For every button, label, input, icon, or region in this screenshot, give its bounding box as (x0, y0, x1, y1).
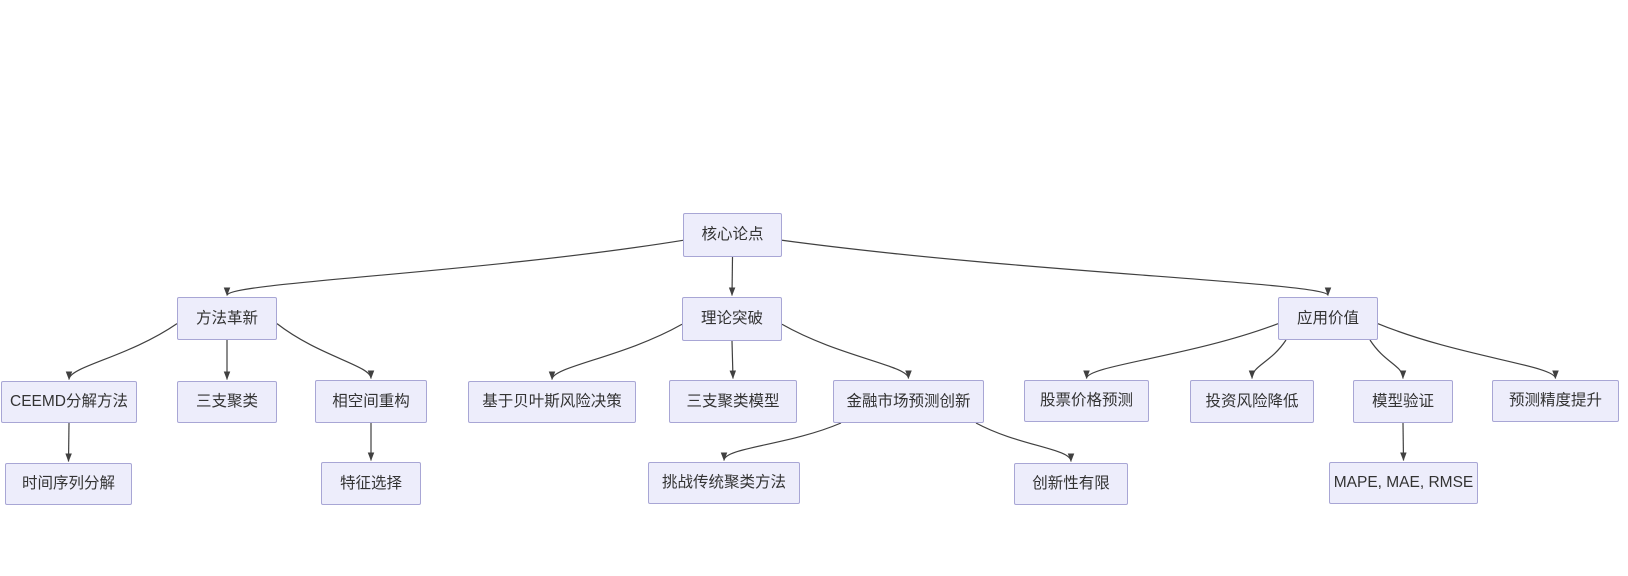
node-model-val: 模型验证 (1353, 380, 1453, 423)
node-label: 预测精度提升 (1508, 392, 1602, 410)
node-label: CEEMD分解方法 (10, 393, 128, 411)
node-ts-decomp: 时间序列分解 (5, 463, 132, 505)
node-label: 方法革新 (195, 309, 258, 327)
node-limited: 创新性有限 (1014, 463, 1128, 505)
edge-theory-to-fin-innov (781, 323, 912, 379)
edge-core-to-value (781, 239, 1332, 297)
edge-value-to-invest (1248, 339, 1287, 379)
edge-value-to-accuracy (1377, 323, 1559, 379)
node-method: 方法革新 (177, 297, 277, 340)
node-label: 理论突破 (700, 310, 763, 328)
edge-core-to-theory (728, 256, 736, 296)
node-label: 三支聚类 (195, 393, 258, 411)
node-label: 股票价格预测 (1039, 392, 1133, 410)
node-label: 金融市场预测创新 (846, 392, 971, 410)
node-fin-innov: 金融市场预测创新 (833, 380, 984, 423)
edge-method-to-phase (276, 323, 375, 379)
node-invest: 投资风险降低 (1190, 380, 1314, 423)
node-label: 核心论点 (701, 226, 764, 244)
edge-group (65, 239, 1559, 462)
edge-fin-innov-to-limited (975, 422, 1075, 462)
node-label: 三支聚类模型 (686, 392, 780, 410)
node-stock: 股票价格预测 (1024, 380, 1149, 422)
node-core: 核心论点 (683, 213, 782, 257)
edge-method-to-ceemd (65, 323, 178, 380)
node-label: 特征选择 (339, 474, 402, 492)
node-accuracy: 预测精度提升 (1492, 380, 1619, 422)
node-label: 相空间重构 (332, 392, 410, 410)
node-theory: 理论突破 (682, 297, 782, 341)
node-value: 应用价值 (1278, 297, 1378, 340)
node-challenge: 挑战传统聚类方法 (648, 462, 800, 504)
node-label: 应用价值 (1296, 309, 1359, 327)
node-phase: 相空间重构 (315, 380, 427, 423)
edge-theory-to-twc-model (729, 340, 737, 379)
node-three-way: 三支聚类 (177, 381, 277, 423)
node-bayes: 基于贝叶斯风险决策 (468, 381, 636, 423)
edge-ceemd-to-ts-decomp (65, 422, 72, 462)
edge-fin-innov-to-challenge (720, 422, 842, 461)
edge-value-to-stock (1083, 323, 1279, 379)
node-label: 挑战传统聚类方法 (661, 474, 786, 492)
node-label: 时间序列分解 (21, 475, 115, 493)
node-label: MAPE, MAE, RMSE (1333, 474, 1474, 492)
node-metrics: MAPE, MAE, RMSE (1329, 462, 1478, 504)
node-label: 创新性有限 (1032, 475, 1110, 493)
edge-model-val-to-metrics (1400, 422, 1407, 461)
node-ceemd: CEEMD分解方法 (1, 381, 137, 423)
node-label: 基于贝叶斯风险决策 (482, 393, 622, 411)
edge-theory-to-bayes (548, 323, 683, 380)
edge-core-to-method (223, 239, 684, 297)
node-label: 投资风险降低 (1205, 392, 1299, 410)
edge-value-to-model-val (1369, 339, 1407, 379)
node-label: 模型验证 (1371, 392, 1434, 410)
node-feat-sel: 特征选择 (321, 462, 421, 505)
node-twc-model: 三支聚类模型 (669, 380, 797, 423)
